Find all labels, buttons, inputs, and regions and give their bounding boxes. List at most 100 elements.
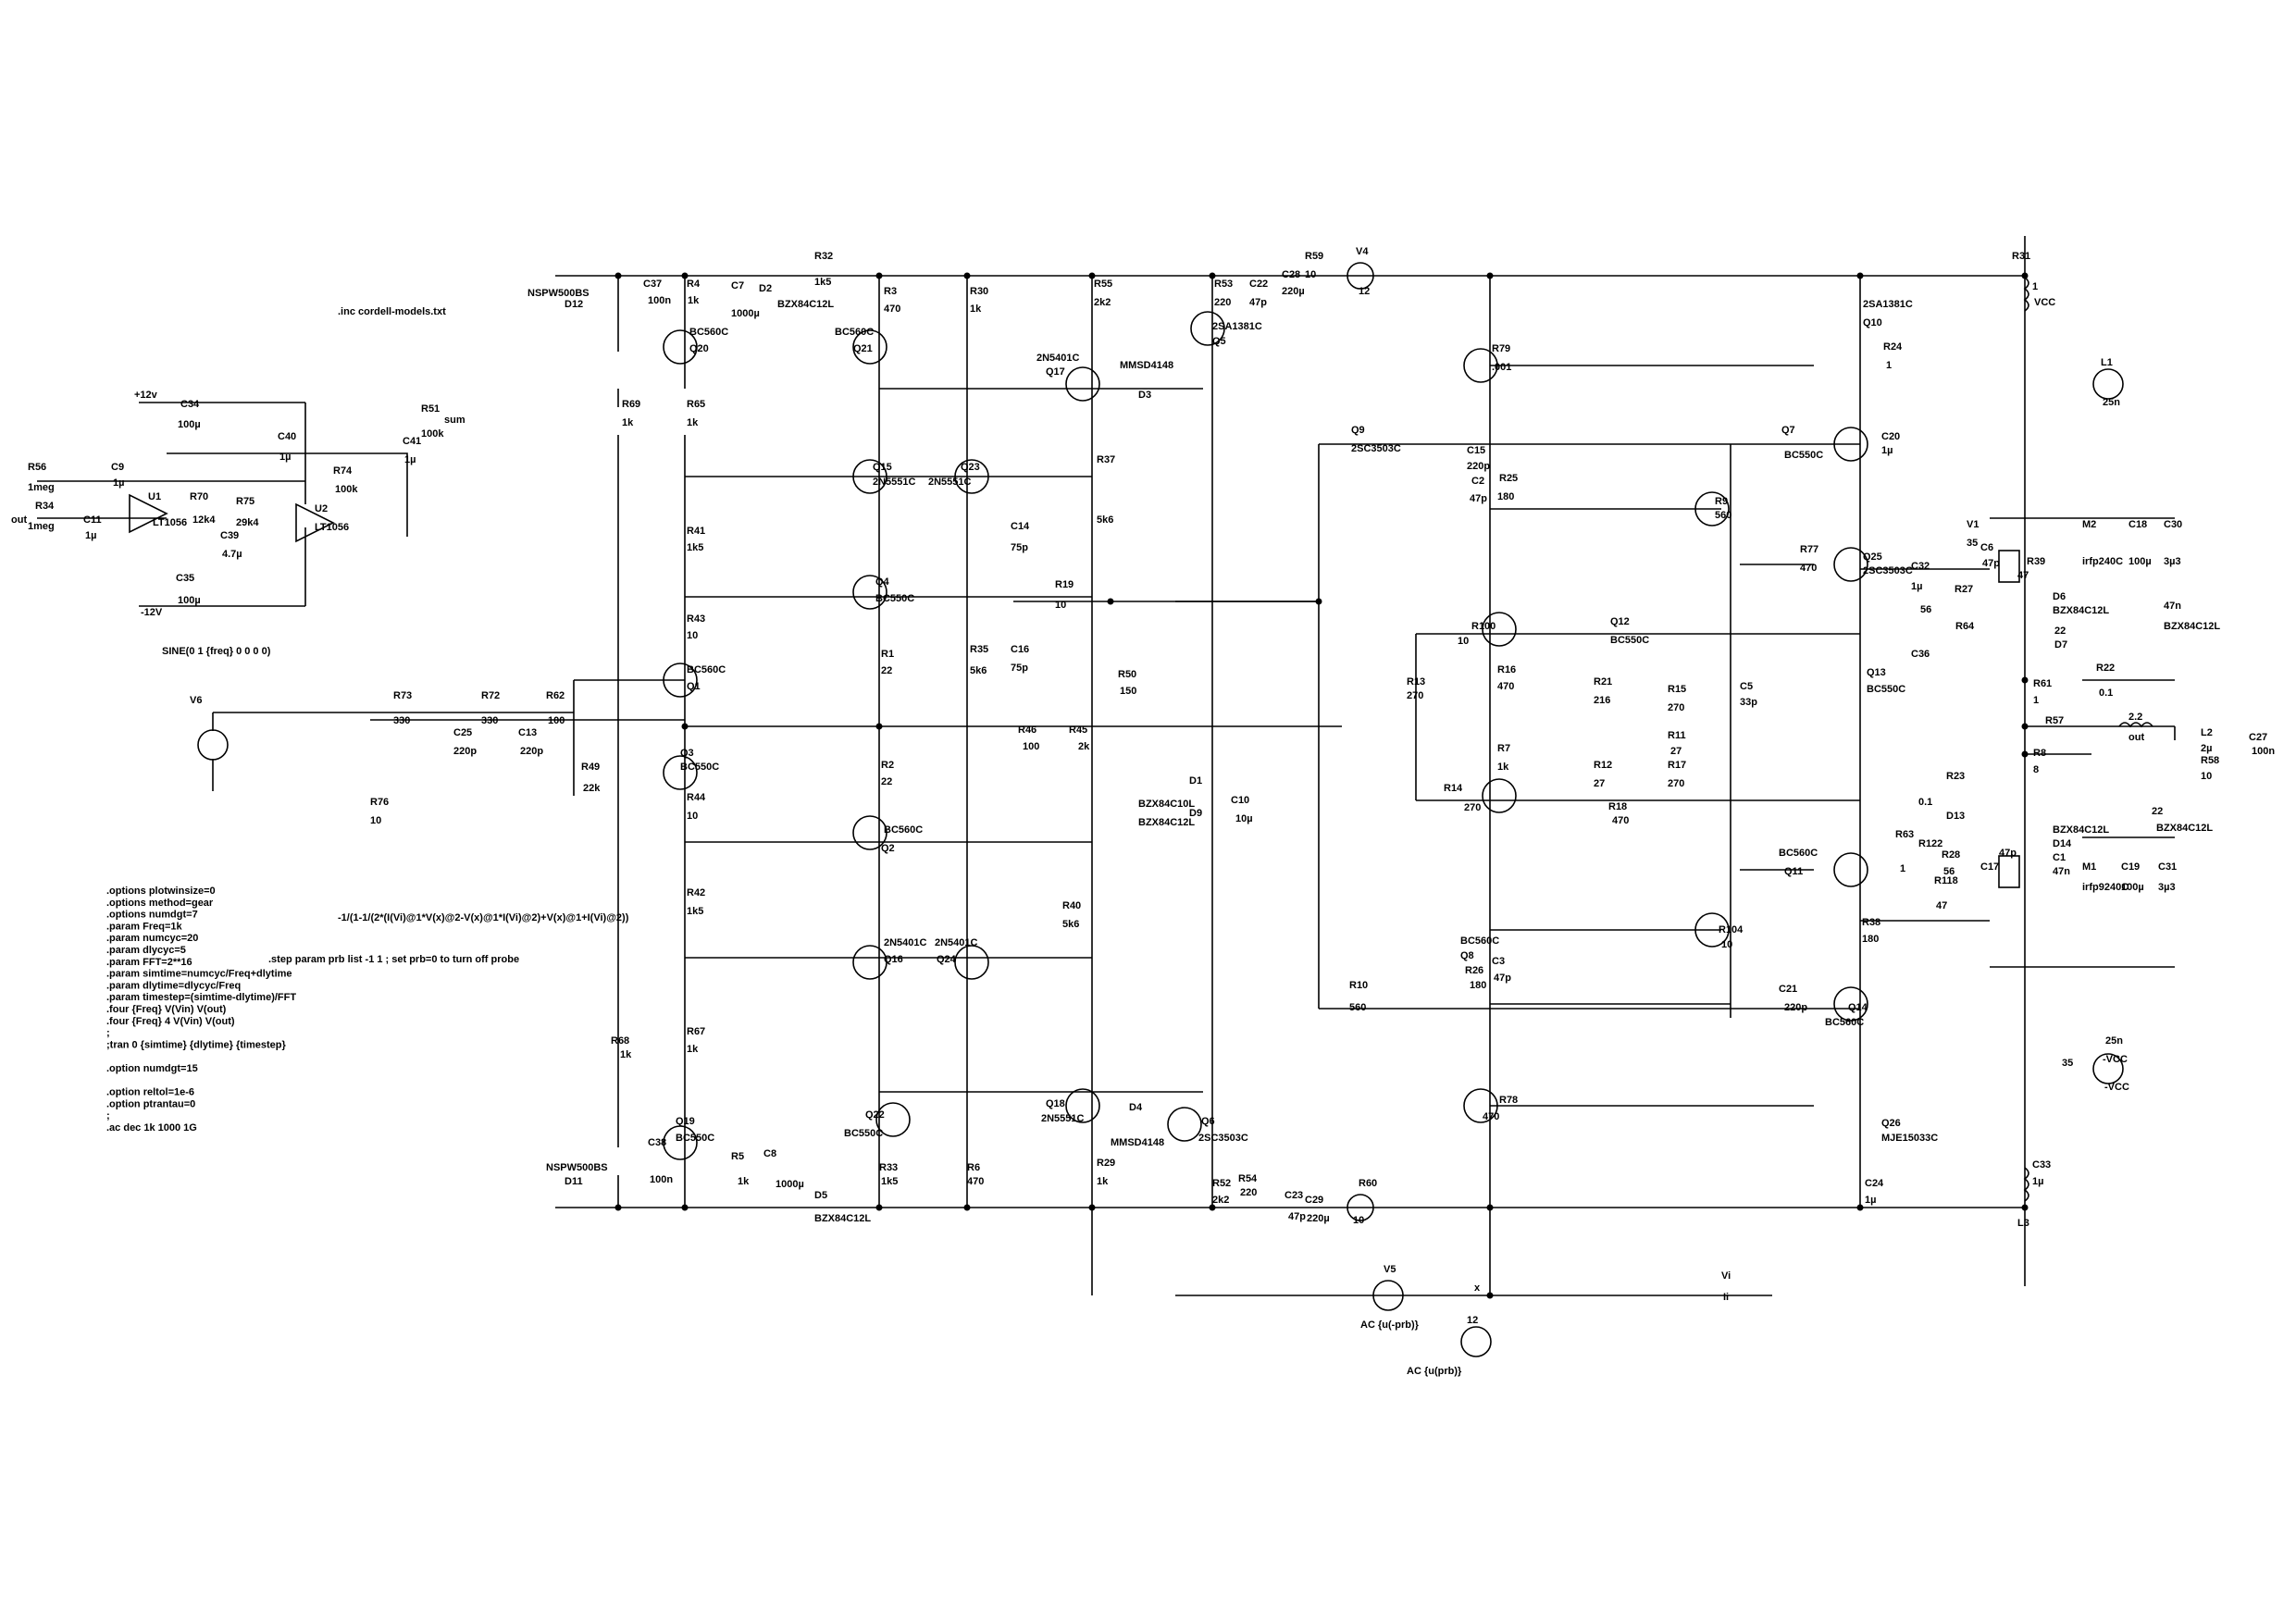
component-label: R21 [1594, 676, 1612, 688]
component-label: R63 [1895, 829, 1914, 840]
component-label: 33p [1740, 697, 1757, 708]
component-label: R55 [1094, 279, 1112, 290]
component-label: R14 [1444, 783, 1463, 794]
component-label: 470 [1497, 681, 1514, 692]
component-label: BC560C [1779, 848, 1818, 859]
component-label: 2N5551C [873, 477, 916, 488]
component-label: 100 [1023, 741, 1039, 752]
component-label: 47p [1999, 848, 2017, 859]
component-label: VCC [2034, 297, 2055, 308]
component-label: 10 [687, 630, 698, 641]
component-label: R25 [1499, 473, 1518, 484]
directive-line: .param dlytime=dlycyc/Freq [106, 980, 241, 991]
component-label: irfp9240C [2082, 882, 2128, 893]
component-label: 330 [481, 715, 498, 726]
directive-line: .param numcyc=20 [106, 933, 198, 944]
component-label: Q19 [676, 1116, 695, 1127]
component-label: 560 [1715, 510, 1731, 521]
component-label: 100k [421, 428, 444, 440]
component-labels: R561megR341megoutC91µC111µ+12vC34100µU1L… [0, 0, 2275, 1326]
component-label: 10 [1721, 939, 1732, 950]
component-label: V2 [0, 0, 12, 3]
component-label: 56 [1943, 866, 1955, 877]
component-label: 1µ [1865, 1195, 1876, 1206]
component-label: 1k5 [881, 1176, 898, 1187]
component-label: 1k [687, 417, 699, 428]
component-label: 5k6 [1097, 514, 1113, 526]
component-label: 2SA1381C [1212, 321, 1262, 332]
component-label: Q20 [689, 343, 709, 354]
component-label: BC560C [1460, 935, 1499, 947]
directive-line: .param dlycyc=5 [106, 945, 186, 956]
component-label: 47n [2053, 866, 2070, 877]
component-label: L1 [2101, 357, 2113, 368]
component-label: 220µ [1282, 286, 1305, 297]
component-label: U2 [315, 503, 328, 514]
component-label: C5 [1740, 681, 1753, 692]
component-label: 47 [1936, 900, 1947, 911]
component-label: R52 [1212, 1178, 1231, 1189]
component-label: R73 [393, 690, 412, 701]
component-label: V1 [1967, 519, 1979, 530]
component-label: 12 [1359, 286, 1370, 297]
component-label: R11 [1668, 730, 1686, 741]
component-label: Vi [1721, 1270, 1731, 1282]
component-label: BC560C [884, 824, 923, 836]
component-label: R45 [1069, 725, 1087, 736]
component-label: Q21 [853, 343, 873, 354]
component-label: 470 [884, 304, 900, 315]
component-label: 2N5401C [884, 937, 927, 948]
component-label: 12k4 [192, 514, 216, 526]
component-label: C18 [2128, 519, 2147, 530]
component-label: C33 [2032, 1159, 2051, 1171]
component-label: 100µ [178, 595, 201, 606]
component-label: 1µ [1881, 445, 1893, 456]
directive-line: .param Freq=1k [106, 921, 183, 932]
component-label: L2 [2201, 727, 2213, 738]
component-label: Q3 [680, 748, 694, 759]
component-label: D13 [1946, 811, 1965, 822]
component-label: NSPW500BS [546, 1162, 608, 1173]
ac-vi-label: AC {u(-prb)} [1360, 1319, 1420, 1331]
component-label: 10 [1305, 269, 1316, 280]
component-label: BZX84C10L [1138, 799, 1195, 810]
component-label: R118 [1934, 875, 1958, 886]
component-label: R53 [1214, 279, 1233, 290]
component-label: 560 [1349, 1002, 1366, 1013]
component-label: R51 [421, 403, 440, 415]
component-label: -12V [141, 607, 163, 618]
component-label: 220 [1240, 1187, 1257, 1198]
inductors [2023, 277, 2153, 1202]
component-label: R34 [35, 501, 55, 512]
directive-line: .ac dec 1k 1000 1G [106, 1122, 197, 1134]
component-label: R19 [1055, 579, 1074, 590]
component-label: R6 [967, 1162, 980, 1173]
component-label: 1 [1900, 863, 1905, 874]
component-label: R13 [1407, 676, 1425, 688]
component-label: BC560C [687, 664, 726, 675]
component-label: Q25 [1863, 551, 1882, 563]
component-label: D14 [2053, 838, 2072, 849]
component-label: +12v [134, 390, 158, 401]
component-label: 1µ [1911, 581, 1922, 592]
directive-line: ; [106, 1110, 110, 1121]
component-label: 1k [970, 304, 982, 315]
component-label: 100µ [2121, 882, 2144, 893]
component-label: 10 [1353, 1215, 1364, 1226]
component-label: 47p [1494, 973, 1511, 984]
component-label: 25n [2105, 1035, 2123, 1047]
component-label: R59 [1305, 251, 1323, 262]
component-label: C9 [111, 462, 124, 473]
component-label: D1 [1189, 775, 1202, 787]
component-label: irfp240C [2082, 556, 2123, 567]
component-label: MJE15033C [1881, 1133, 1938, 1144]
component-label: C34 [180, 399, 200, 410]
component-label: 1 [1886, 360, 1892, 371]
component-label: MMSD4148 [1111, 1137, 1164, 1148]
component-label: R100 [1471, 621, 1496, 632]
component-label: 10 [1055, 600, 1066, 611]
component-label: 150 [1120, 686, 1136, 697]
component-label: 2N5551C [1041, 1113, 1085, 1124]
component-label: R12 [1594, 760, 1612, 771]
component-label: 29k4 [236, 517, 259, 528]
